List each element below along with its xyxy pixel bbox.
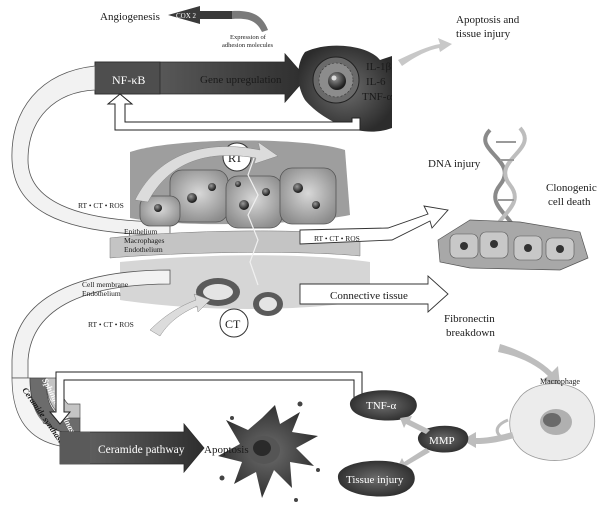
macrophage-to-mmp-arrow [462,432,514,448]
tissue-bottom-arrow [149,293,211,337]
ct-circle-label: CT [225,317,241,331]
cytokine-feedback-arrow [106,93,361,131]
rt-ct-ros-label-2: RT • CT • ROS [314,234,360,243]
apoptosis-injury-label-line1: Apoptosis and [456,14,520,26]
fibronectin-to-macrophage-arrow [498,344,560,386]
expression-label-line1: Expression of [230,34,267,41]
cell-membrane-label: Cell membrane [82,280,129,289]
angiogenesis-label: Angiogenesis [100,11,160,23]
ceramide-arrow-tail [60,432,90,464]
tnfa-bottom-blob [349,390,417,421]
inflammatory-cell [298,45,392,132]
mmp-to-tnfa-arrow [400,416,430,434]
ceramide-pathway-label: Ceramide pathway [98,444,185,456]
tnfa-bottom-label: TNF-α [366,400,396,412]
il1b-label: IL-1β [366,61,392,73]
macrophages-label: Macrophages [124,236,164,245]
mmp-to-tissue-injury-arrow [396,448,430,470]
tnfa-top-label: TNF-α [362,91,392,103]
clonogenic-label-line1: Clonogenic [546,182,597,194]
endothelium-label-2: Endothelium [82,289,121,298]
tissue-injury-label: Tissue injury [346,474,404,486]
rt-ct-ros-label-3: RT • CT • ROS [88,320,134,329]
dna-injury-arrow [299,205,449,245]
apoptotic-cell [218,401,320,502]
cox2-label: COX 2 [176,12,197,20]
tissue-top-arrow [134,141,279,203]
rt-ct-ros-label-1: RT • CT • ROS [78,201,124,210]
connective-tissue-arrow [299,274,449,314]
gene-upregulation-arrow [94,52,307,104]
connective-tissue-label: Connective tissue [330,290,408,302]
tissue-injury-blob [337,460,415,497]
il6-label: IL-6 [366,76,386,88]
endothelium-label-1: Endothelium [124,245,163,254]
macrophage-label: Macrophage [540,377,580,386]
mmp-blob [417,425,469,453]
clonogenic-label-line2: cell death [548,196,591,208]
nfkb-label: NF-κB [112,73,145,87]
gene-upregulation-label: Gene upregulation [200,74,282,86]
mmp-label: MMP [429,435,455,447]
expression-label-line2: adhesion molecules [222,42,274,49]
apoptosis-injury-arrow [398,38,452,66]
epithelium-label: Epithelium [124,227,157,236]
fibronectin-label-line1: Fibronectin [444,313,495,325]
ct-circle [219,308,249,338]
macrophage-cell [495,383,596,461]
enzyme-arcs [11,377,81,447]
dna-injury-label: DNA injury [428,158,481,170]
fibronectin-label-line2: breakdown [446,327,495,339]
apoptosis-label: Apoptosis [204,444,249,456]
cox2-arrow [168,6,268,32]
tnfa-feedback-arrow [48,371,363,425]
damaged-cell-layer [437,219,589,271]
apoptosis-injury-label-line2: tissue injury [456,28,511,40]
